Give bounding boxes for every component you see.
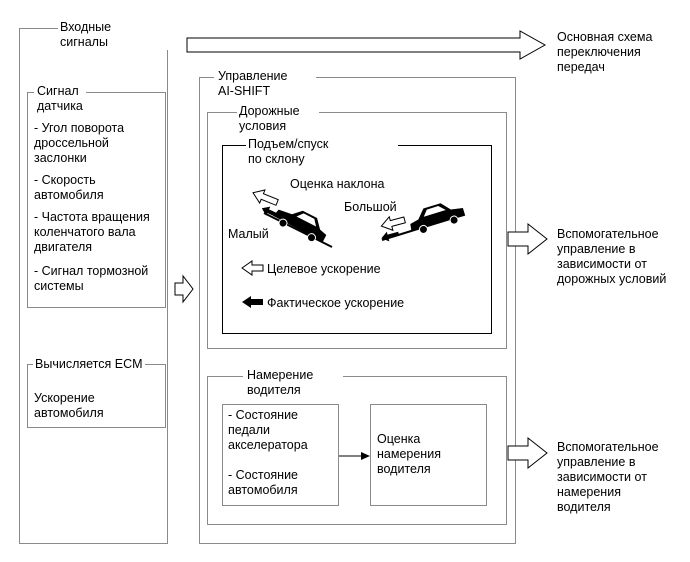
ecm-value: Ускорение автомобиля <box>34 391 104 420</box>
driver-intent-title: Намерение водителя <box>243 368 343 398</box>
driver-intent-box <box>207 376 507 525</box>
sensor-item-speed: - Скорость автомобиля <box>34 173 104 202</box>
output-road-aux: Вспомогательное управление в зависимости… <box>557 227 667 286</box>
road-conditions-title: Дорожные условия <box>237 104 319 134</box>
sensor-item-brake: - Сигнал тормозной системы <box>34 264 149 293</box>
ecm-title: Вычисляется ECM <box>33 357 145 372</box>
slope-estimate-label: Оценка наклона <box>290 177 385 191</box>
ai-shift-title: Управление AI-SHIFT <box>214 69 316 99</box>
slope-large-label: Большой <box>344 200 397 214</box>
driver-states-text: - Состояние педали акселератора - Состоя… <box>228 408 308 497</box>
slope-title: Подъем/спуск по склону <box>246 137 398 167</box>
target-accel-label: Целевое ускорение <box>267 262 381 276</box>
output-main-shift: Основная схема переключения передач <box>557 30 653 74</box>
input-to-control-arrow <box>174 274 194 304</box>
ai-shift-panel <box>199 77 516 544</box>
main-shift-arrow <box>186 30 547 60</box>
sensor-item-rpm: - Частота вращения коленчатого вала двиг… <box>34 210 150 254</box>
slope-small-label: Малый <box>228 227 269 241</box>
intent-estimate-box <box>370 404 487 506</box>
sensor-signal-title: Сигнал датчика <box>34 84 86 114</box>
road-conditions-box <box>207 112 507 349</box>
driver-states-box <box>222 404 339 506</box>
intent-estimate-text: Оценка намерения водителя <box>377 432 441 476</box>
output-driver-aux: Вспомогательное управление в зависимости… <box>557 440 659 514</box>
sensor-item-throttle: - Угол поворота дроссельной заслонки <box>34 121 125 165</box>
actual-accel-label: Фактическое ускорение <box>267 296 405 310</box>
sensor-signal-box <box>27 92 166 308</box>
input-signals-title: Входные сигналы <box>58 20 170 50</box>
